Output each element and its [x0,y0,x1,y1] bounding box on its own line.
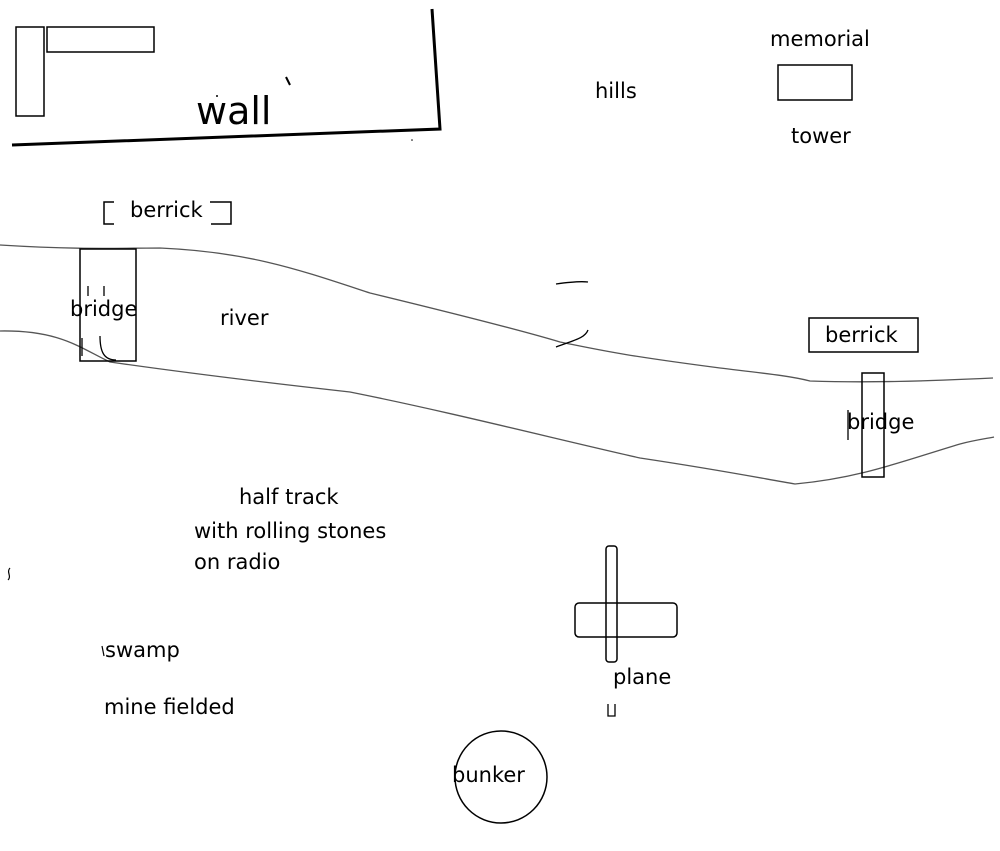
plane-wings [574,602,678,638]
wall-line [11,8,442,147]
river-lower-bank [0,330,995,485]
plane-label: plane [613,665,672,689]
stray-mark [7,567,11,581]
half-track-label-line-1: half track [239,485,339,509]
bridge-left-tick [87,286,105,296]
half-track-label-line-3: on radio [194,550,281,574]
berrick-bracket-left [103,201,114,225]
mine-fielded-label: mine fielded [104,695,235,719]
stray-dot [216,95,218,97]
wall-label: wall [196,89,272,133]
wall-tick-mark [285,76,291,86]
bunker-circle [454,730,548,824]
stray-dot [411,139,413,141]
half-track-label-line-2: with rolling stones [194,519,387,543]
memorial-tower-box [777,64,853,101]
river-upper-bank [0,244,994,383]
river-hook [555,329,589,348]
bridge-left-box [79,248,137,362]
river-dash [555,280,589,285]
wall-block-vertical [15,26,45,117]
plane-tail [607,704,616,717]
berrick-label-right: berrick [825,323,898,347]
bridge-label-left: bridge [70,297,138,321]
bridge-label-right: bridge [847,410,915,434]
river-label: river [220,306,269,330]
stray-mark [101,645,105,657]
berrick-label-top: berrick [130,198,203,222]
plane-body [605,545,618,663]
bridge-right-box [861,372,885,478]
berrick-right-box [808,317,919,353]
bridge-left-mark [81,335,117,361]
wall-block-horizontal [46,26,155,53]
berrick-bracket-right [210,201,232,225]
swamp-label: swamp [105,638,180,662]
memorial-label: memorial [770,27,870,51]
tower-label: tower [791,124,851,148]
bunker-label: bunker [452,763,525,787]
hills-label: hills [595,79,637,103]
